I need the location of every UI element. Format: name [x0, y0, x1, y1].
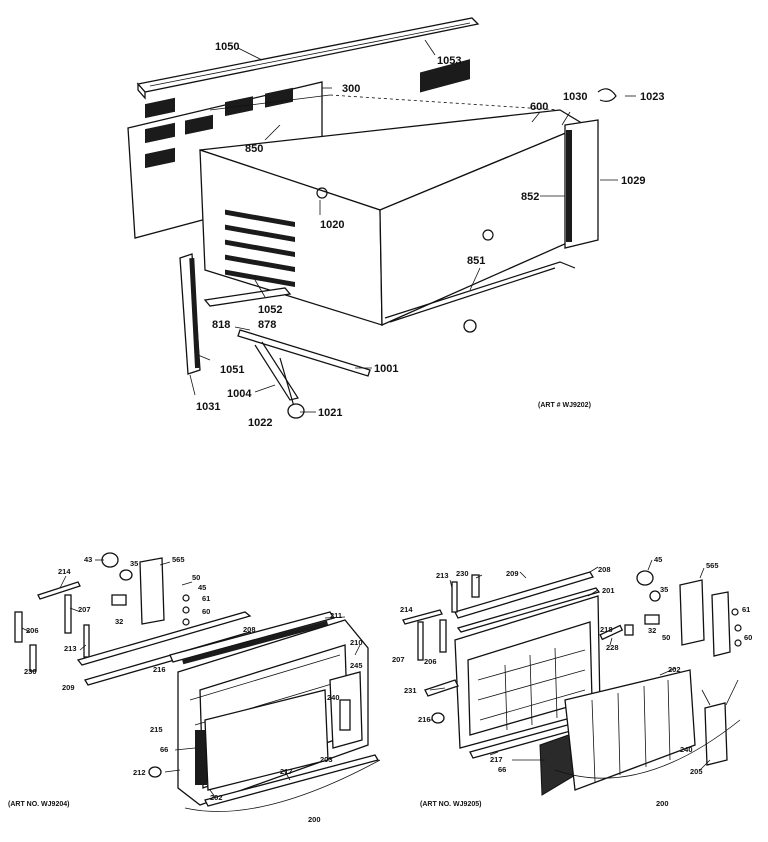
label-211: 211	[330, 611, 342, 620]
label-60-right: 60	[744, 633, 752, 642]
label-200: 200	[308, 815, 321, 824]
label-32: 32	[115, 617, 123, 626]
cabinet-body	[199, 59, 587, 326]
label-818: 818	[212, 319, 230, 331]
label-61: 61	[202, 594, 210, 603]
front-panel-assembly-right: 213 230 209 208 201 45 565 35 214 207 20…	[392, 555, 752, 808]
art-number-top: (ART # WJ9202)	[538, 402, 591, 409]
label-1029: 1029	[621, 175, 645, 187]
label-1051: 1051	[220, 364, 244, 376]
label-851: 851	[467, 255, 485, 267]
top-rail-part	[136, 17, 480, 100]
label-1001: 1001	[374, 363, 398, 375]
label-43: 43	[84, 555, 92, 564]
label-50-right: 50	[662, 633, 670, 642]
label-60: 60	[202, 607, 210, 616]
label-214: 214	[58, 567, 71, 576]
cabinet-assembly-diagram: 1050 1053 300 1030 1023 600 850 1029 852…	[127, 17, 664, 429]
label-1030: 1030	[563, 91, 587, 103]
label-245: 245	[350, 661, 363, 670]
label-878: 878	[258, 319, 276, 331]
label-240: 240	[327, 693, 340, 702]
label-1052: 1052	[258, 304, 282, 316]
label-213: 213	[64, 644, 77, 653]
label-565-right: 565	[706, 561, 719, 570]
art-number-bottom-left: (ART NO. WJ9204)	[8, 801, 69, 808]
label-205-right: 205	[690, 767, 703, 776]
label-206-right: 206	[424, 657, 437, 666]
label-1053: 1053	[437, 55, 461, 67]
label-240-right: 240	[680, 745, 693, 754]
label-214-right: 214	[400, 605, 413, 614]
label-35-right: 35	[660, 585, 668, 594]
label-66: 66	[160, 745, 168, 754]
label-1021: 1021	[318, 407, 342, 419]
label-600: 600	[530, 101, 548, 113]
label-45: 45	[198, 583, 206, 592]
label-1004: 1004	[227, 388, 252, 400]
label-565: 565	[172, 555, 185, 564]
label-208: 208	[243, 625, 256, 634]
label-210: 210	[350, 638, 363, 647]
label-1020: 1020	[320, 219, 344, 231]
label-1023: 1023	[640, 91, 664, 103]
label-32-right: 32	[648, 626, 656, 635]
label-228-right: 228	[606, 643, 619, 652]
label-1031: 1031	[196, 401, 220, 413]
label-201-right: 201	[602, 586, 615, 595]
label-207-right: 207	[392, 655, 405, 664]
label-56: 50	[192, 573, 200, 582]
label-215: 215	[150, 725, 163, 734]
label-66-right: 66	[498, 765, 506, 774]
label-213-right: 213	[436, 571, 449, 580]
label-200-right: 200	[656, 799, 669, 808]
label-203: 203	[320, 755, 333, 764]
label-202: 202	[210, 793, 223, 802]
label-207: 207	[78, 605, 91, 614]
label-61-right: 61	[742, 605, 750, 614]
label-209: 209	[62, 683, 75, 692]
label-218-right: 218	[600, 625, 613, 634]
label-202-right: 202	[668, 665, 681, 674]
label-850: 850	[245, 143, 263, 155]
label-217: 217	[280, 767, 293, 776]
label-1050: 1050	[215, 41, 239, 53]
label-216-right: 216	[418, 715, 431, 724]
label-208-right: 208	[598, 565, 611, 574]
label-300: 300	[342, 83, 360, 95]
label-35: 35	[130, 559, 138, 568]
label-212: 212	[133, 768, 146, 777]
label-230-right: 230	[456, 569, 469, 578]
label-45-right: 45	[654, 555, 662, 564]
label-209-right: 209	[506, 569, 519, 578]
label-206: 206	[26, 626, 39, 635]
label-1022: 1022	[248, 417, 272, 429]
front-panel-assembly-left: 214 43 565 35 50 45 61 60 207 32 206 213…	[8, 552, 381, 824]
label-231-right: 231	[404, 686, 417, 695]
support-leg-part	[179, 253, 201, 375]
label-217-right: 217	[490, 755, 503, 764]
label-852: 852	[521, 191, 539, 203]
art-number-bottom-right: (ART NO. WJ9205)	[420, 801, 481, 808]
side-panel-part	[564, 119, 599, 249]
label-230: 230	[24, 667, 37, 676]
label-216: 216	[153, 665, 166, 674]
